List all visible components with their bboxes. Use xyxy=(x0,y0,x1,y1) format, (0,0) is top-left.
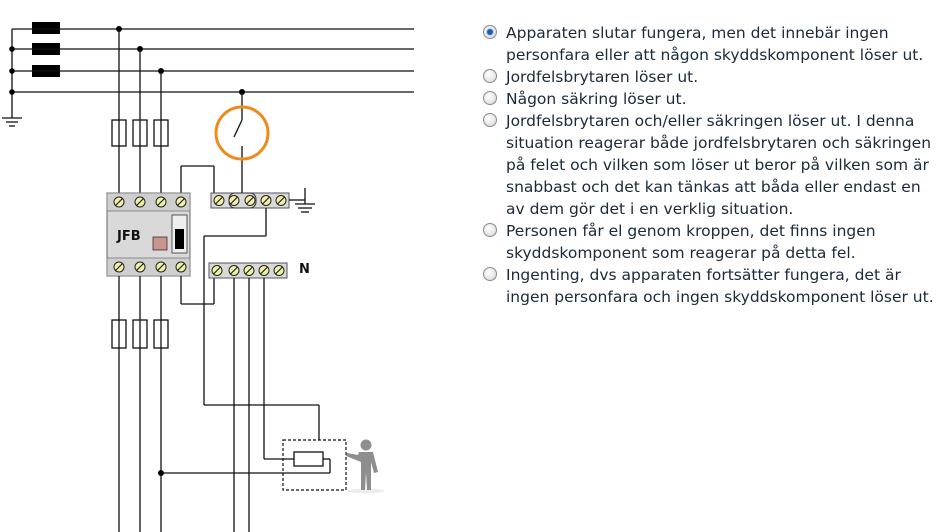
answer-option-3[interactable]: Någon säkring löser ut. xyxy=(483,88,935,110)
rcd-device: JFB xyxy=(106,192,191,277)
earth-terminal-block xyxy=(210,192,290,209)
answer-options: Apparaten slutar fungera, men det innebä… xyxy=(483,22,935,308)
answer-option-6[interactable]: Ingenting, dvs apparaten fortsätter fung… xyxy=(483,264,935,308)
neutral-label: N xyxy=(299,262,310,277)
answer-option-text: Apparaten slutar fungera, men det innebä… xyxy=(506,24,924,64)
upper-fuses xyxy=(111,119,169,147)
answer-option-text: Ingenting, dvs apparaten fortsätter fung… xyxy=(506,266,934,306)
radio-button[interactable] xyxy=(483,113,497,127)
answer-option-1[interactable]: Apparaten slutar fungera, men det innebä… xyxy=(483,22,935,66)
rcd-label: JFB xyxy=(116,229,141,244)
ground-symbol-pe xyxy=(289,188,315,213)
answer-option-2[interactable]: Jordfelsbrytaren löser ut. xyxy=(483,66,935,88)
radio-button[interactable] xyxy=(483,91,497,105)
supply-busbars xyxy=(9,28,414,118)
radio-button[interactable] xyxy=(483,267,497,281)
radio-button-selected[interactable] xyxy=(483,25,497,39)
ground-symbol-supply xyxy=(2,117,22,127)
fault-highlight-circle xyxy=(214,105,270,161)
answer-option-text: Någon säkring löser ut. xyxy=(506,90,687,108)
neutral-terminal-block xyxy=(208,262,288,279)
person-icon xyxy=(346,439,384,494)
answer-option-text: Jordfelsbrytaren och/eller säkringen lös… xyxy=(506,112,932,218)
appliance-enclosure xyxy=(282,439,347,491)
lower-fuses xyxy=(111,319,169,349)
answer-option-text: Jordfelsbrytaren löser ut. xyxy=(506,68,699,86)
answer-option-text: Personen får el genom kroppen, det finns… xyxy=(506,222,876,262)
answer-option-4[interactable]: Jordfelsbrytaren och/eller säkringen lös… xyxy=(483,110,935,220)
radio-button[interactable] xyxy=(483,223,497,237)
answer-option-5[interactable]: Personen får el genom kroppen, det finns… xyxy=(483,220,935,264)
radio-button[interactable] xyxy=(483,69,497,83)
electrical-circuit-diagram: JFB xyxy=(2,22,414,532)
